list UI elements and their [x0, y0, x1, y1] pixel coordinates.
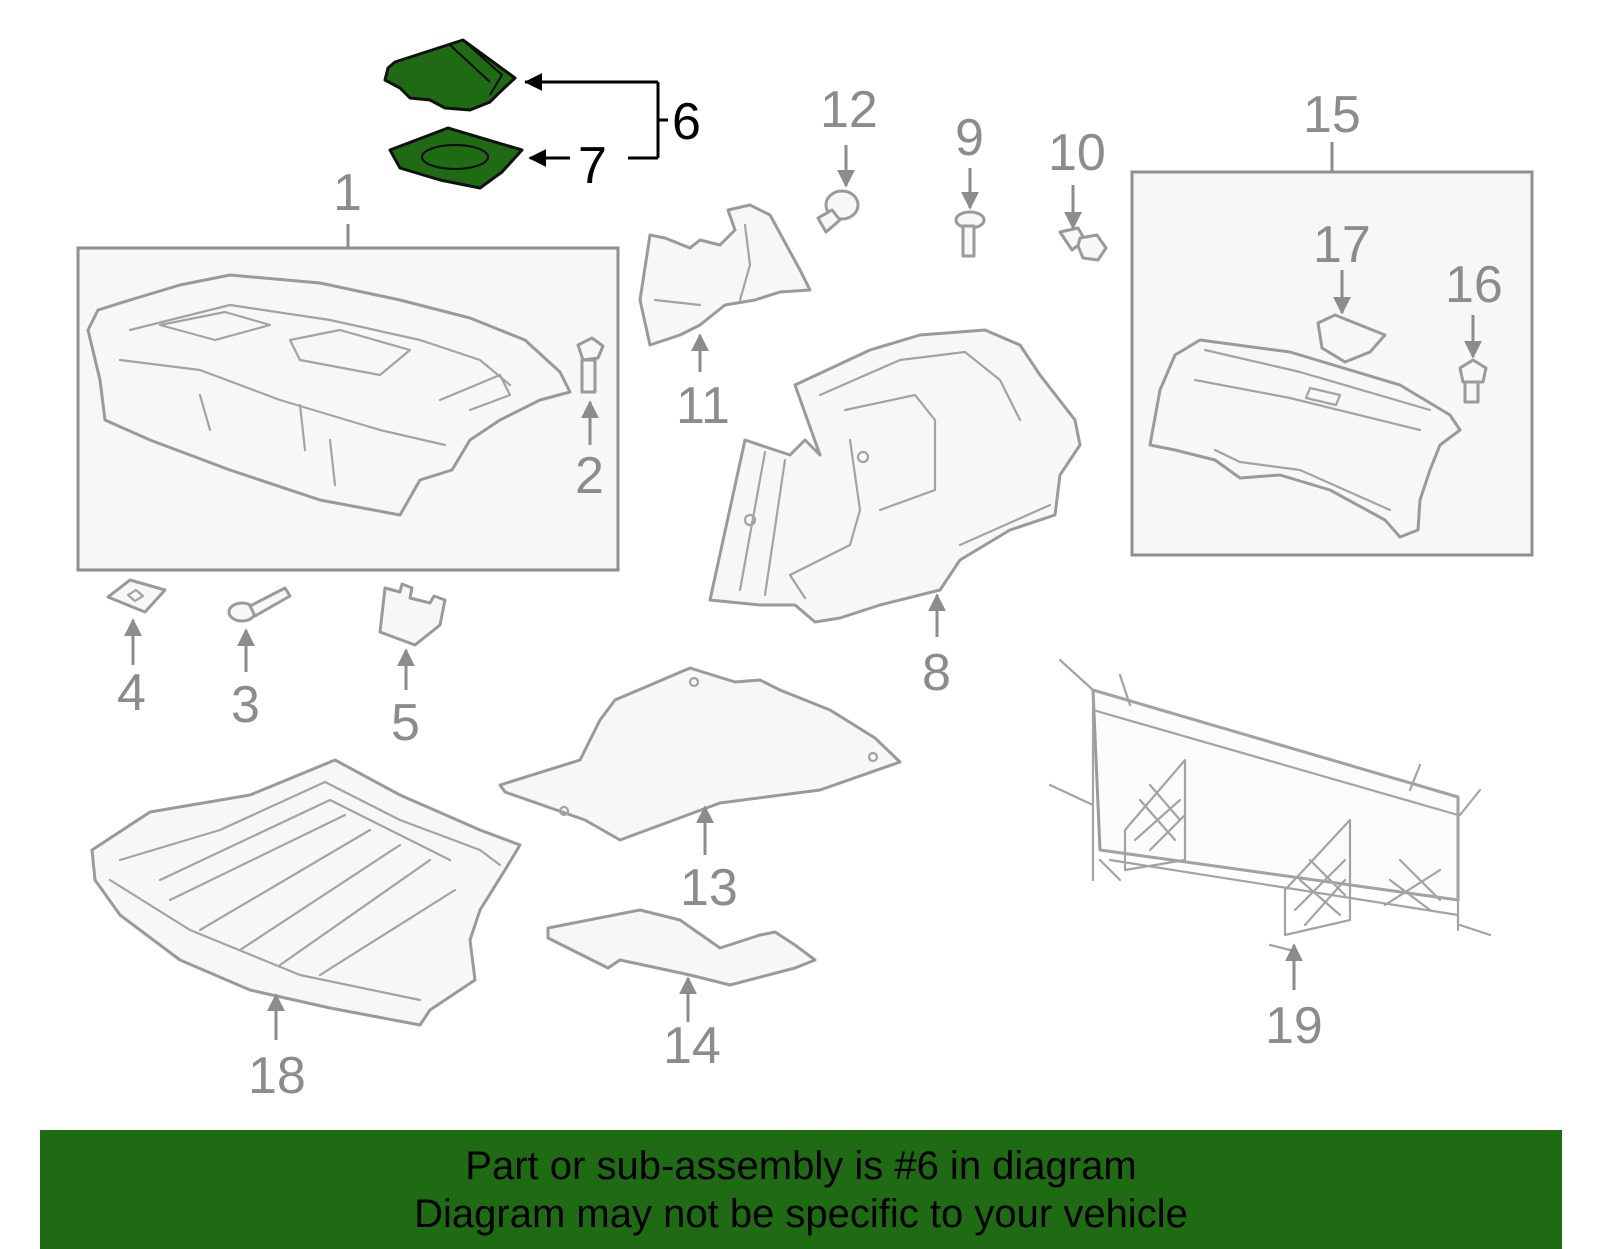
part-7-highlighted[interactable] [388, 126, 524, 190]
part-8-side-trim[interactable] [708, 328, 1082, 624]
callout-6: 6 [672, 93, 701, 151]
part-5-bracket[interactable] [378, 582, 447, 647]
part-2-bolt[interactable] [576, 336, 605, 394]
part-15-rear-panel-trim[interactable] [1148, 338, 1462, 539]
callout-5: 5 [391, 694, 420, 752]
part-6-highlighted[interactable] [383, 38, 517, 112]
part-13-mat[interactable] [498, 666, 902, 842]
callout-4: 4 [117, 664, 146, 722]
callout-17: 17 [1313, 216, 1371, 274]
part-11-trim[interactable] [638, 203, 812, 347]
callout-8: 8 [922, 644, 951, 702]
callout-12: 12 [820, 81, 878, 139]
banner-line-1: Part or sub-assembly is #6 in diagram [465, 1144, 1137, 1188]
part-1-rear-shelf[interactable] [86, 273, 572, 517]
info-banner: Part or sub-assembly is #6 in diagram Di… [40, 1130, 1562, 1249]
callout-11: 11 [676, 377, 730, 435]
callout-13: 13 [680, 859, 738, 917]
banner-line-2: Diagram may not be specific to your vehi… [414, 1192, 1188, 1236]
part-18-trunk-tray[interactable] [90, 758, 522, 1027]
callout-7: 7 [578, 137, 607, 195]
callout-16: 16 [1445, 256, 1503, 314]
callout-6-bracket [524, 73, 668, 167]
callout-15: 15 [1303, 86, 1361, 144]
callout-2: 2 [575, 447, 604, 505]
part-14-panel[interactable] [546, 908, 817, 987]
part-4-clip[interactable] [106, 578, 167, 614]
part-19-cargo-net[interactable] [1048, 658, 1492, 952]
part-16-bolt[interactable] [1458, 358, 1488, 404]
callout-18: 18 [248, 1047, 306, 1105]
callout-9: 9 [955, 109, 984, 167]
callout-3: 3 [231, 676, 260, 734]
callout-1: 1 [333, 164, 362, 222]
part-17-cover[interactable] [1316, 313, 1387, 364]
part-3-pin[interactable] [227, 586, 292, 623]
part-9-clip[interactable] [954, 210, 986, 258]
callout-19: 19 [1265, 997, 1323, 1055]
part-12-screw[interactable] [816, 189, 860, 234]
callout-14: 14 [663, 1017, 721, 1075]
part-10-bolt[interactable] [1058, 226, 1108, 262]
callout-10: 10 [1048, 124, 1106, 182]
